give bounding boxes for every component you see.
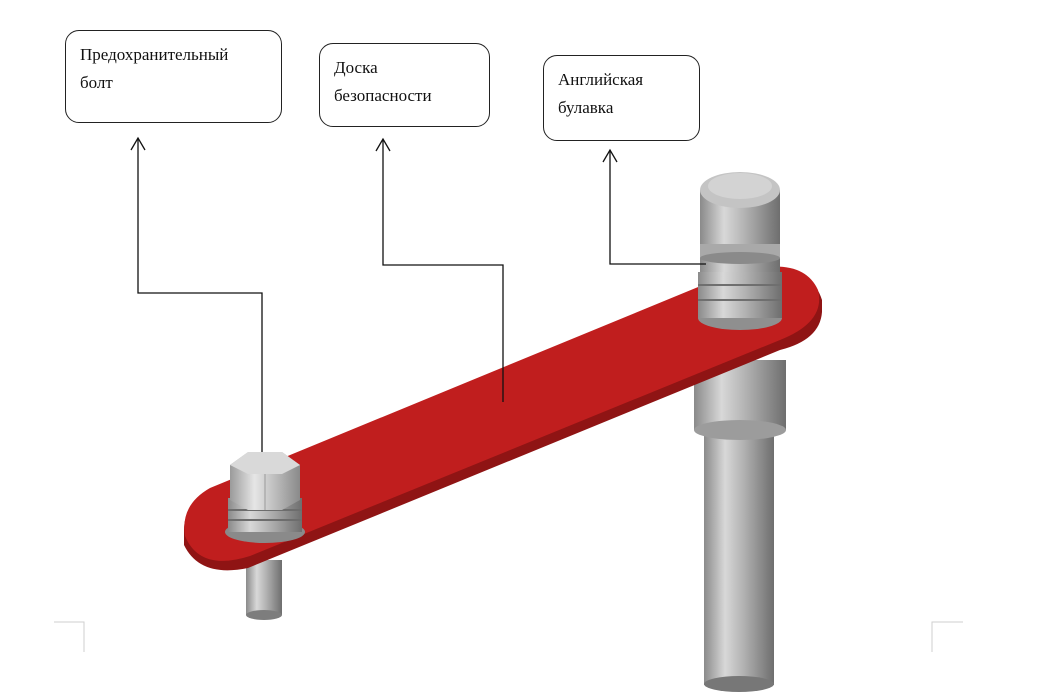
callout-safety-bolt-line-2: болт [80,73,113,92]
bolt-shaft [246,560,282,620]
leader-pin [609,150,706,265]
leader-bolt [137,138,263,452]
safety-board-shape [184,266,822,571]
pin-shaft [694,360,786,692]
crop-marks [54,621,963,652]
callout-safety-pin-line-2: булавка [558,98,614,117]
callout-safety-board: Доска безопасности [319,43,490,127]
callout-safety-board-line-2: безопасности [334,86,432,105]
callout-safety-board-line-1: Доска [334,58,378,77]
bolt-head [225,452,305,543]
leader-board [382,139,504,402]
callout-safety-bolt-line-1: Предохранительный [80,45,229,64]
pin-head [698,172,782,330]
callout-safety-bolt: Предохранительный болт [65,30,282,123]
leader-board-arrow [375,137,391,152]
callout-safety-pin: Английская булавка [543,55,700,141]
leader-lines [130,136,706,452]
callout-safety-pin-line-1: Английская [558,70,644,89]
leader-pin-arrow [602,148,618,163]
leader-bolt-arrow [130,136,146,151]
